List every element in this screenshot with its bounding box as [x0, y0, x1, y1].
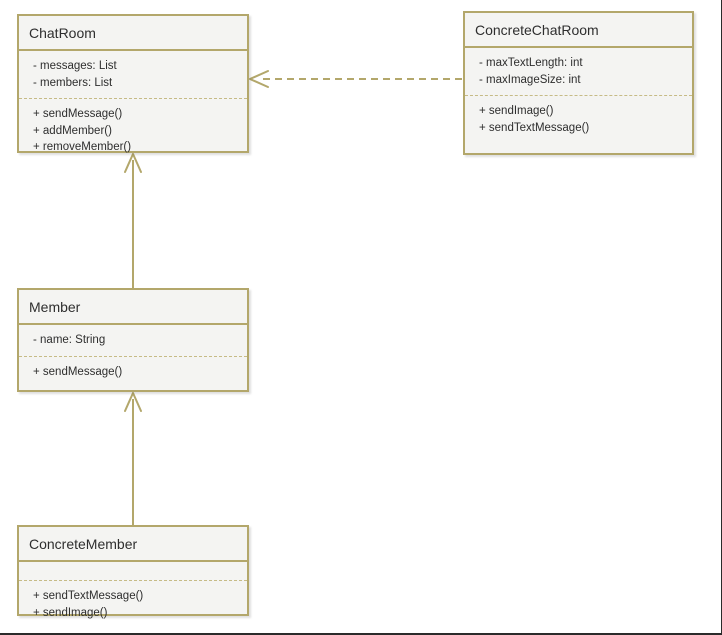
relationship-realization-concretechatroom-chatroom [249, 70, 462, 88]
class-box-member[interactable]: Member - name: String + sendMessage() [17, 288, 249, 392]
class-attributes-concretemember [19, 562, 247, 580]
relationship-generalization-concretemember-member [124, 392, 142, 525]
operation-row: + sendImage() [479, 105, 554, 117]
operation-row: + addMember() [33, 124, 112, 137]
class-operations-concretechatroom: + sendImage() + sendTextMessage() [465, 95, 692, 144]
attribute-row: - messages: List [33, 60, 117, 72]
class-title-concretemember: ConcreteMember [19, 527, 247, 562]
attribute-row: - members: List [33, 76, 113, 89]
operation-row: + sendMessage() [33, 108, 123, 120]
class-operations-chatroom: + sendMessage() + addMember() + removeMe… [19, 98, 247, 164]
attribute-row: - name: String [33, 334, 106, 346]
operation-row: + removeMember() [33, 141, 132, 153]
operation-row: + sendTextMessage() [479, 121, 590, 134]
class-box-chatroom[interactable]: ChatRoom - messages: List - members: Lis… [17, 14, 249, 153]
relationship-generalization-member-chatroom [124, 153, 142, 288]
operation-row: + sendMessage() [33, 365, 123, 378]
class-body-concretechatroom: - maxTextLength: int - maxImageSize: int… [465, 48, 692, 144]
operation-row: + sendTextMessage() [33, 590, 144, 602]
class-operations-concretemember: + sendTextMessage() + sendImage() [19, 580, 247, 629]
class-box-concretechatroom[interactable]: ConcreteChatRoom - maxTextLength: int - … [463, 11, 694, 155]
class-attributes-concretechatroom: - maxTextLength: int - maxImageSize: int [465, 48, 692, 95]
class-body-member: - name: String + sendMessage() [19, 325, 247, 388]
class-attributes-chatroom: - messages: List - members: List [19, 51, 247, 98]
class-title-concretechatroom: ConcreteChatRoom [465, 13, 692, 48]
class-operations-member: + sendMessage() [19, 355, 247, 389]
attribute-row: - maxTextLength: int [479, 57, 583, 69]
operation-row: + sendImage() [33, 606, 108, 619]
class-box-concretemember[interactable]: ConcreteMember + sendTextMessage() + sen… [17, 525, 249, 619]
class-title-member: Member [19, 290, 247, 325]
class-attributes-member: - name: String [19, 325, 247, 356]
attribute-row: - maxImageSize: int [479, 73, 581, 86]
class-body-concretemember: + sendTextMessage() + sendImage() [19, 562, 247, 629]
class-title-chatroom: ChatRoom [19, 16, 247, 51]
class-body-chatroom: - messages: List - members: List + sendM… [19, 51, 247, 164]
